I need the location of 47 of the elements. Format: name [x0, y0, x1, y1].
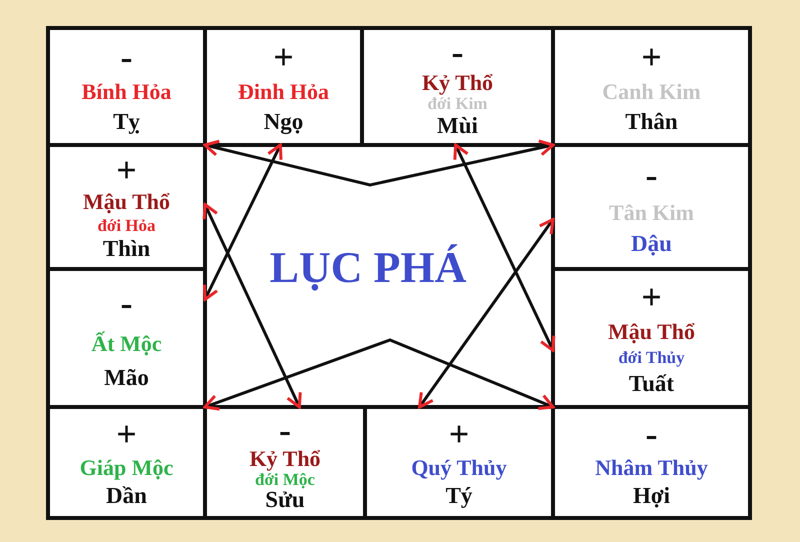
double-arrow	[453, 144, 556, 352]
element-label: Quý Thủy	[411, 457, 507, 479]
element-label: Kỷ Thổ	[422, 72, 494, 94]
sign-label: -	[120, 38, 132, 74]
diagram-title: LỤC PHÁ	[270, 246, 466, 290]
element-label: Mậu Thổ	[82, 191, 170, 214]
sign-label: +	[116, 416, 137, 452]
sign-label: -	[452, 34, 464, 70]
sub-label: đới Mộc	[255, 470, 315, 488]
element-label: Nhâm Thủy	[595, 457, 708, 479]
branch-label: Dần	[106, 484, 147, 507]
element-label: Bính Hỏa	[82, 81, 172, 103]
branch-label: Mùi	[437, 114, 478, 138]
sign-label: +	[641, 279, 662, 315]
sign-label: +	[116, 152, 137, 188]
double-arrow	[204, 139, 554, 187]
branch-label: Tý	[446, 484, 472, 507]
sign-label: +	[448, 416, 470, 452]
double-arrow	[204, 338, 554, 411]
double-arrow	[202, 203, 302, 408]
sign-label: -	[646, 416, 658, 452]
branch-label: Ngọ	[264, 110, 304, 132]
element-label: Ất Mộc	[91, 332, 162, 354]
branch-label: Thân	[625, 110, 678, 132]
branch-label: Mão	[104, 366, 149, 390]
double-arrow	[418, 218, 554, 408]
branch-label: Sửu	[265, 488, 305, 512]
sub-label: đới Kim	[428, 95, 488, 112]
element-label: Canh Kim	[602, 81, 701, 103]
element-label: Tân Kim	[609, 202, 694, 224]
sign-label: +	[641, 38, 662, 74]
sign-label: -	[646, 157, 658, 194]
element-label: Kỷ Thổ	[249, 448, 321, 470]
sign-label: +	[273, 38, 294, 74]
branch-label: Tỵ	[113, 110, 140, 132]
sign-label: -	[279, 412, 291, 448]
branch-label: Dậu	[631, 232, 672, 255]
branch-label: Tuất	[628, 372, 674, 395]
sub-label: đới Hỏa	[97, 216, 156, 234]
branch-label: Thìn	[102, 236, 150, 260]
element-label: Giáp Mộc	[80, 457, 174, 479]
double-arrow	[202, 144, 282, 301]
branch-label: Hợi	[632, 484, 670, 507]
element-label: Đinh Hỏa	[238, 81, 330, 103]
element-label: Mậu Thổ	[608, 321, 695, 343]
sign-label: -	[120, 284, 132, 321]
sub-label: đới Thủy	[618, 349, 685, 366]
